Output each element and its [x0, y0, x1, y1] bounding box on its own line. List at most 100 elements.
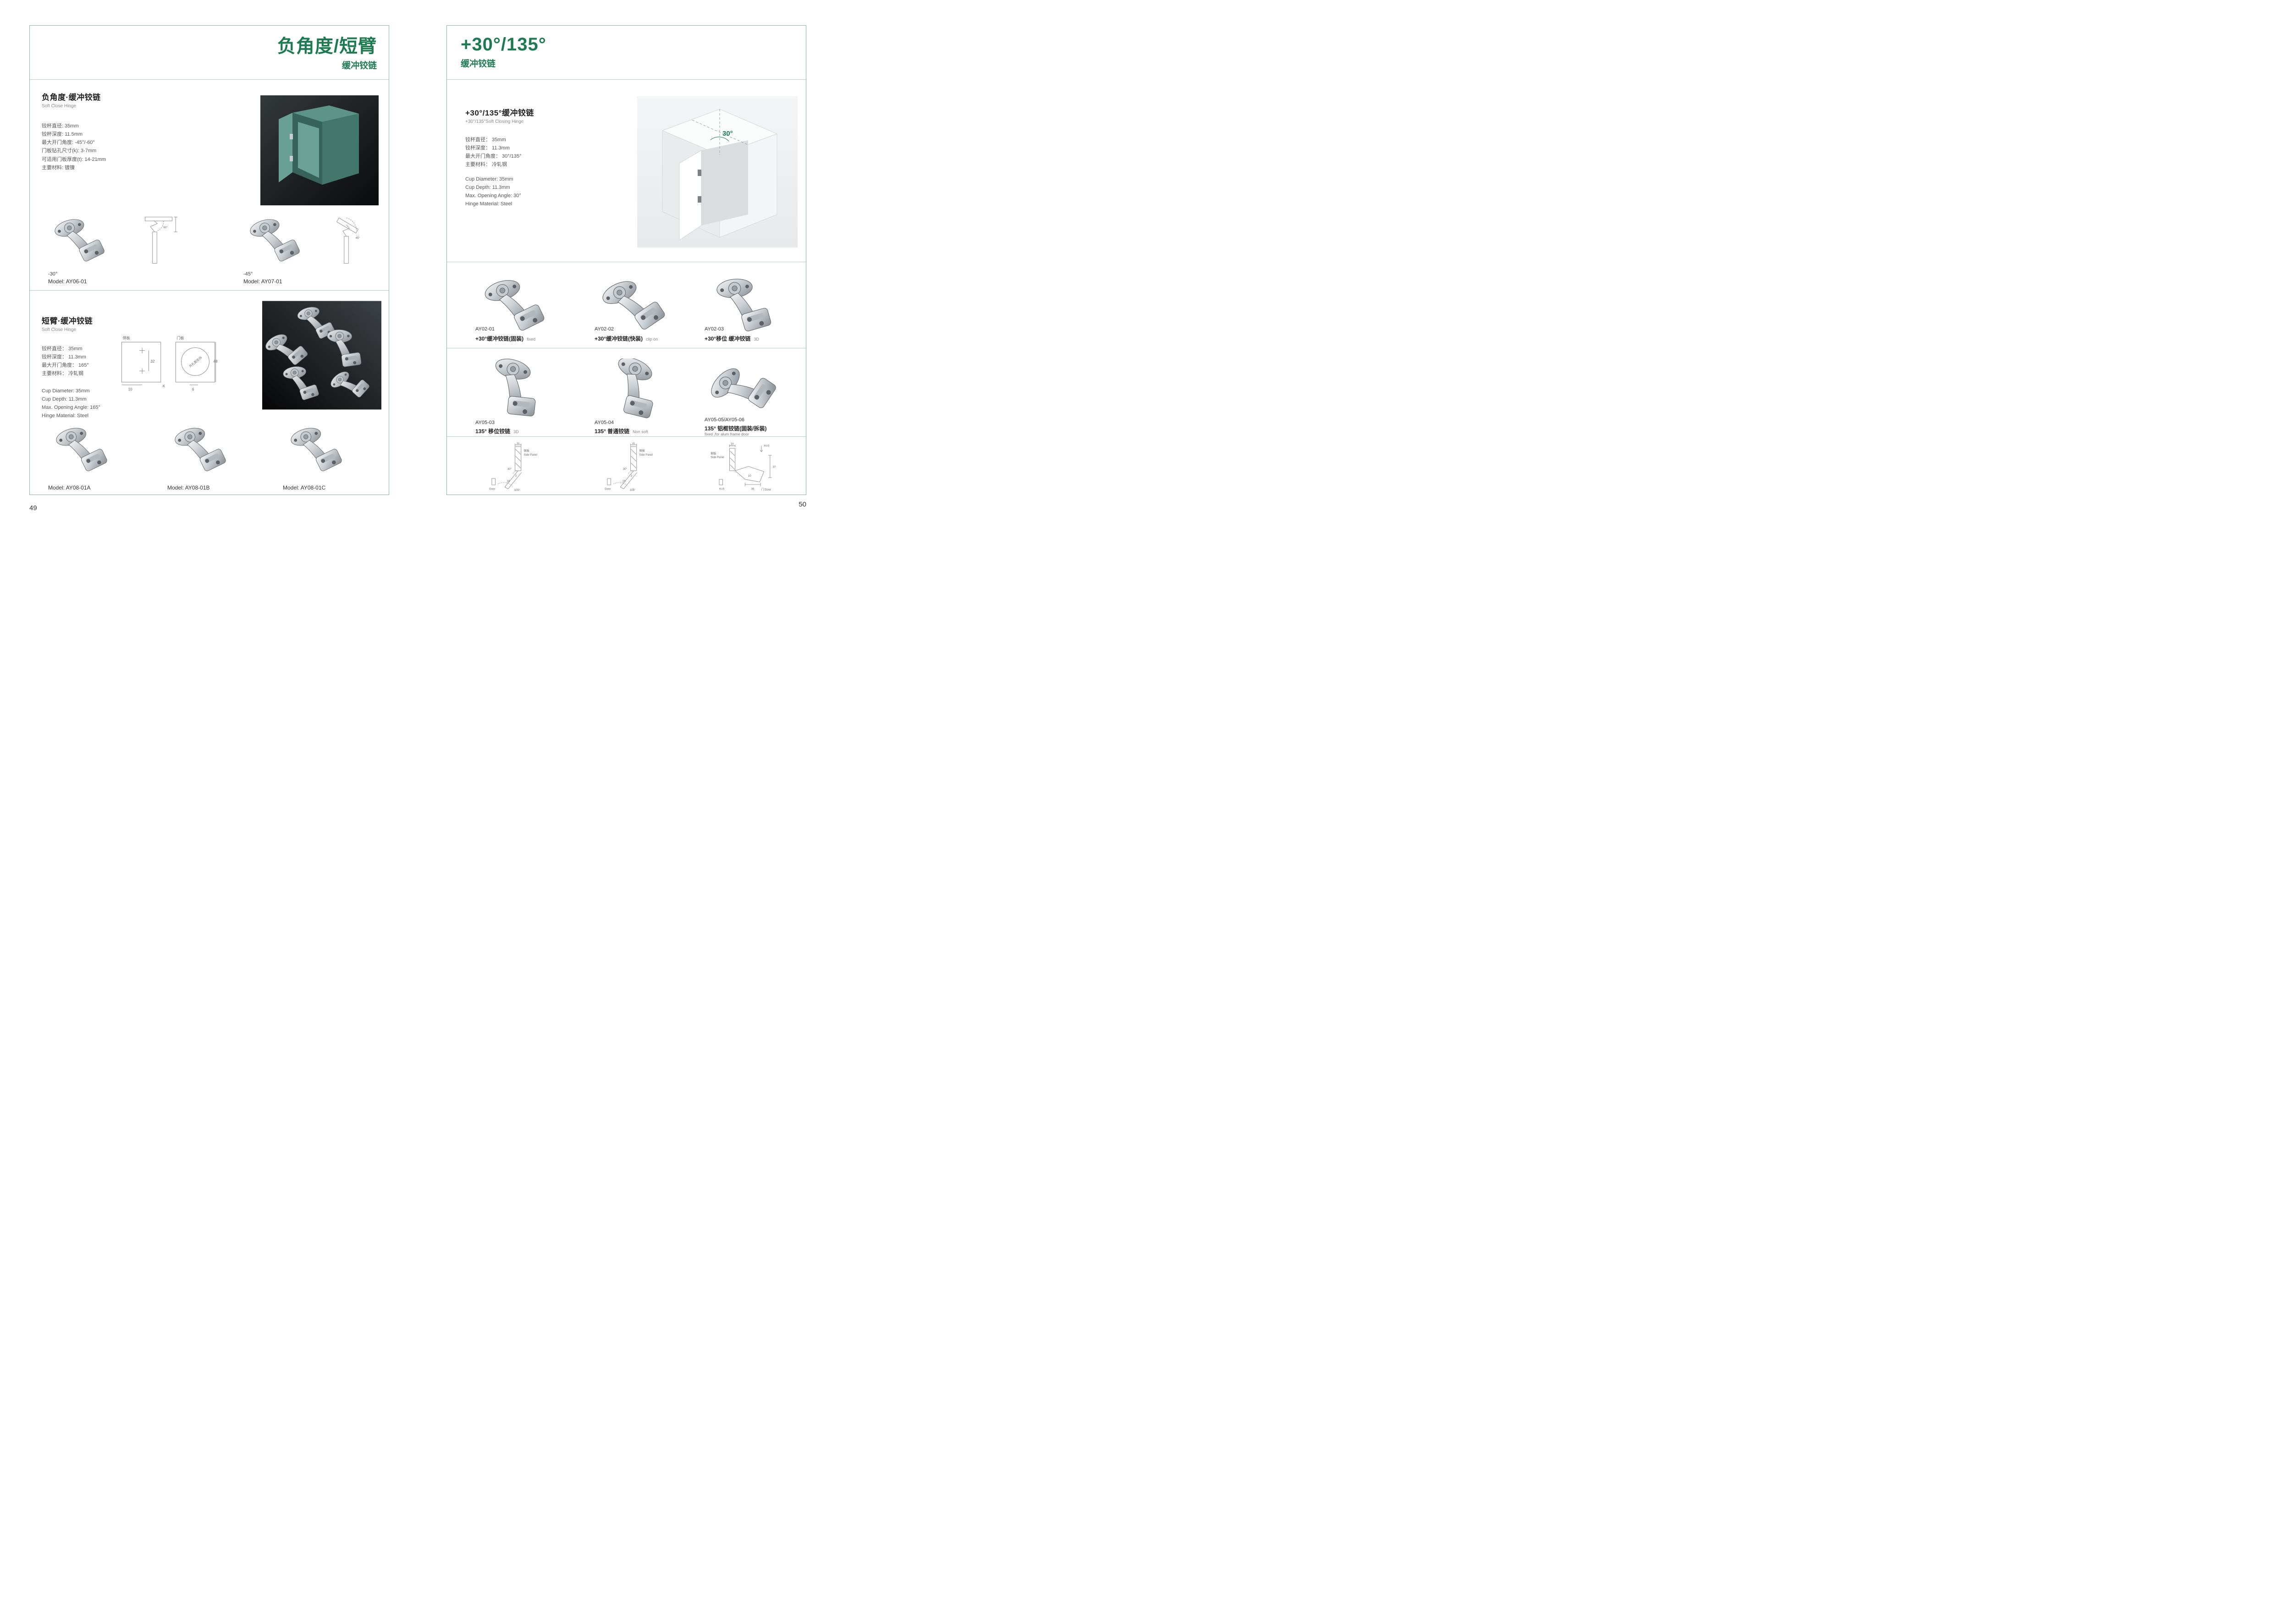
- product-label-ay07-01: -45° Model: AY07-01: [243, 271, 282, 285]
- technical-drawing-ay07: 45°: [329, 212, 374, 268]
- product-photo: [593, 345, 677, 428]
- section-heading: 负角度·缓冲铰链: [42, 93, 101, 102]
- spec-list-en: Cup Diameter: 35mm Cup Depth: 11.3mm Max…: [465, 175, 521, 209]
- product-model: Model: AY08-01A: [48, 484, 91, 491]
- negative-angle-section: 负角度·缓冲铰链 Soft Close Hinge 铰杯直径: 35mm 铰杯深…: [30, 80, 389, 291]
- door-label: 门 Door: [761, 488, 771, 491]
- product-photo: [474, 347, 557, 427]
- dim-19: 19: [731, 443, 734, 446]
- page-number-left: 49: [29, 504, 37, 512]
- hinge-photo-ay08-01b: [165, 424, 238, 478]
- mounting-diagram-svg: 31 侧板 Side Panel 30° 3 15 105° Door: [605, 442, 653, 492]
- product-angle: -30°: [48, 271, 58, 277]
- spec-line: Cup Depth: 11.3mm: [42, 396, 87, 402]
- dim-3: 3: [631, 474, 633, 478]
- spec-line: 门板钻孔尺寸(k): 3-7mm: [42, 148, 97, 154]
- spec-line: 铰杯深度： 11.3mm: [465, 145, 510, 151]
- hinge-icon: [289, 424, 343, 473]
- product-code: AY05-05/AY05-06: [705, 417, 745, 423]
- product-photo: [701, 349, 783, 429]
- angle-105: 105°: [630, 489, 636, 492]
- product-photo: [598, 273, 670, 336]
- hinge-group-photo: [262, 301, 381, 410]
- dim-16: 16: [507, 479, 510, 483]
- mounting-diagram-svg: 31 侧板 Side Panel 30° 3 16 105° Door: [489, 442, 537, 492]
- dim-10: 10: [748, 474, 751, 478]
- spec-line: 主要材料： 冷轧钢: [42, 371, 84, 377]
- side-panel-cn: 侧板: [711, 451, 716, 455]
- dim-k: K: [163, 384, 165, 388]
- side-panel-label: 侧板: [122, 336, 130, 340]
- short-arm-section: 短臂·缓冲铰链 Soft Close Hinge 铰杯直径： 35mm 铰杯深度…: [30, 291, 389, 495]
- angle-30: 30°: [623, 468, 628, 471]
- hinge-photo-ay08-01a: [46, 424, 120, 478]
- section-subheading: +30°/135°Soft Closing Hinge: [465, 119, 524, 124]
- product-tag: fixed: [527, 337, 536, 341]
- product-name-row: +30°缓冲铰链(快装)clip on: [595, 335, 658, 343]
- product-ay05-05: AY05-05/AY05-06 135° 铝框铰链(固装/拆装) fixed ,…: [701, 348, 806, 436]
- technical-drawing-ay06: 60°: [138, 212, 180, 268]
- left-page: 负角度/短臂 缓冲铰链 负角度·缓冲铰链 Soft Close Hinge 铰杯…: [29, 25, 389, 495]
- hinge-group-render: [262, 301, 381, 410]
- hinge-section-drawing: 60°: [145, 216, 178, 264]
- product-model: Model: AY06-01: [48, 278, 87, 285]
- spec-line: Max. Opening Angle: 165°: [42, 405, 100, 411]
- product-code: AY05-03: [475, 420, 495, 425]
- spec-line: 可适用门板厚度(t): 14-21mm: [42, 156, 106, 162]
- door-panel-label: 门板: [176, 336, 184, 340]
- section-heading-block: +30°/135°缓冲铰链 +30°/135°Soft Closing Hing…: [465, 106, 534, 124]
- dim-35: 35: [751, 487, 754, 490]
- mounting-diagram-svg: 19 H=0 侧板 Side Panel 37 10 35 K=5 门 Door: [711, 443, 776, 492]
- spec-line: 铰杯直径： 35mm: [465, 137, 506, 143]
- catalog-spread: { "colors": { "accent": "#1e7b51", "box_…: [0, 0, 830, 541]
- drawing-angle-label: 45°: [356, 237, 360, 240]
- product-code: AY02-03: [705, 326, 724, 332]
- hinge-section-drawing: 45°: [336, 217, 360, 264]
- corner-cabinet-photo: [260, 95, 379, 205]
- section-heading: 短臂·缓冲铰链: [42, 317, 93, 325]
- drilling-diagram: 侧板 门板 32 10 K 6 48 开孔直径35: [115, 333, 220, 391]
- product-photo: [482, 275, 551, 332]
- dim-3: 3: [515, 474, 517, 478]
- mounting-diagrams-row: 31 侧板 Side Panel 30° 3 16 105° Door: [447, 437, 806, 495]
- product-name: 135° 铝框铰链(固装/拆装): [705, 425, 767, 432]
- side-panel-cn: 侧板: [639, 449, 645, 453]
- spec-line: Max. Opening Angle: 30°: [465, 193, 521, 199]
- door-label: Door: [489, 487, 495, 490]
- section-heading-block: 负角度·缓冲铰链 Soft Close Hinge: [42, 91, 101, 109]
- spec-line: Hinge Material: Steel: [42, 413, 89, 419]
- hinge-icon: [54, 424, 108, 473]
- product-name-row: 135° 铝框铰链(固装/拆装): [705, 424, 770, 433]
- spec-list: 铰杯直径: 35mm 铰杯深度: 11.5mm 最大开门角度: -45°/-60…: [42, 122, 106, 172]
- hinge-icon: [53, 216, 105, 263]
- product-tag: 3D: [754, 337, 760, 341]
- spec-line: 最大开门角度： 30°/135°: [465, 154, 522, 160]
- spec-line: Hinge Material: Steel: [465, 201, 512, 207]
- spec-line: 主要材料: 镀镍: [42, 165, 75, 171]
- angle-105: 105°: [514, 489, 520, 492]
- product-code: AY05-04: [595, 420, 614, 425]
- product-note: fixed ,for alum frame door: [705, 432, 749, 436]
- spec-line: 铰杯直径： 35mm: [42, 346, 83, 352]
- product-name-row: +30°缓冲铰链(固装)fixed: [475, 335, 535, 343]
- hinge-photo-ay08-01c: [281, 424, 354, 478]
- spec-list-cn: 铰杯直径： 35mm 铰杯深度： 11.3mm 最大开门角度： 165° 主要材…: [42, 345, 89, 378]
- product-photo: [708, 271, 780, 336]
- corner-cabinet-render: [260, 95, 379, 205]
- product-model: Model: AY08-01B: [167, 484, 210, 491]
- section-heading-block: 短臂·缓冲铰链 Soft Close Hinge: [42, 314, 93, 332]
- section-subheading: Soft Close Hinge: [42, 327, 77, 332]
- h-zero-label: H=0: [764, 444, 770, 447]
- side-panel-cn: 侧板: [523, 449, 529, 453]
- spec-line: 最大开门角度： 165°: [42, 363, 89, 369]
- hinge-icon: [701, 349, 783, 429]
- dim-37: 37: [772, 465, 776, 468]
- spec-line: Cup Diameter: 35mm: [465, 176, 513, 182]
- product-code: AY02-02: [595, 326, 614, 332]
- product-model: Model: AY08-01C: [283, 484, 326, 491]
